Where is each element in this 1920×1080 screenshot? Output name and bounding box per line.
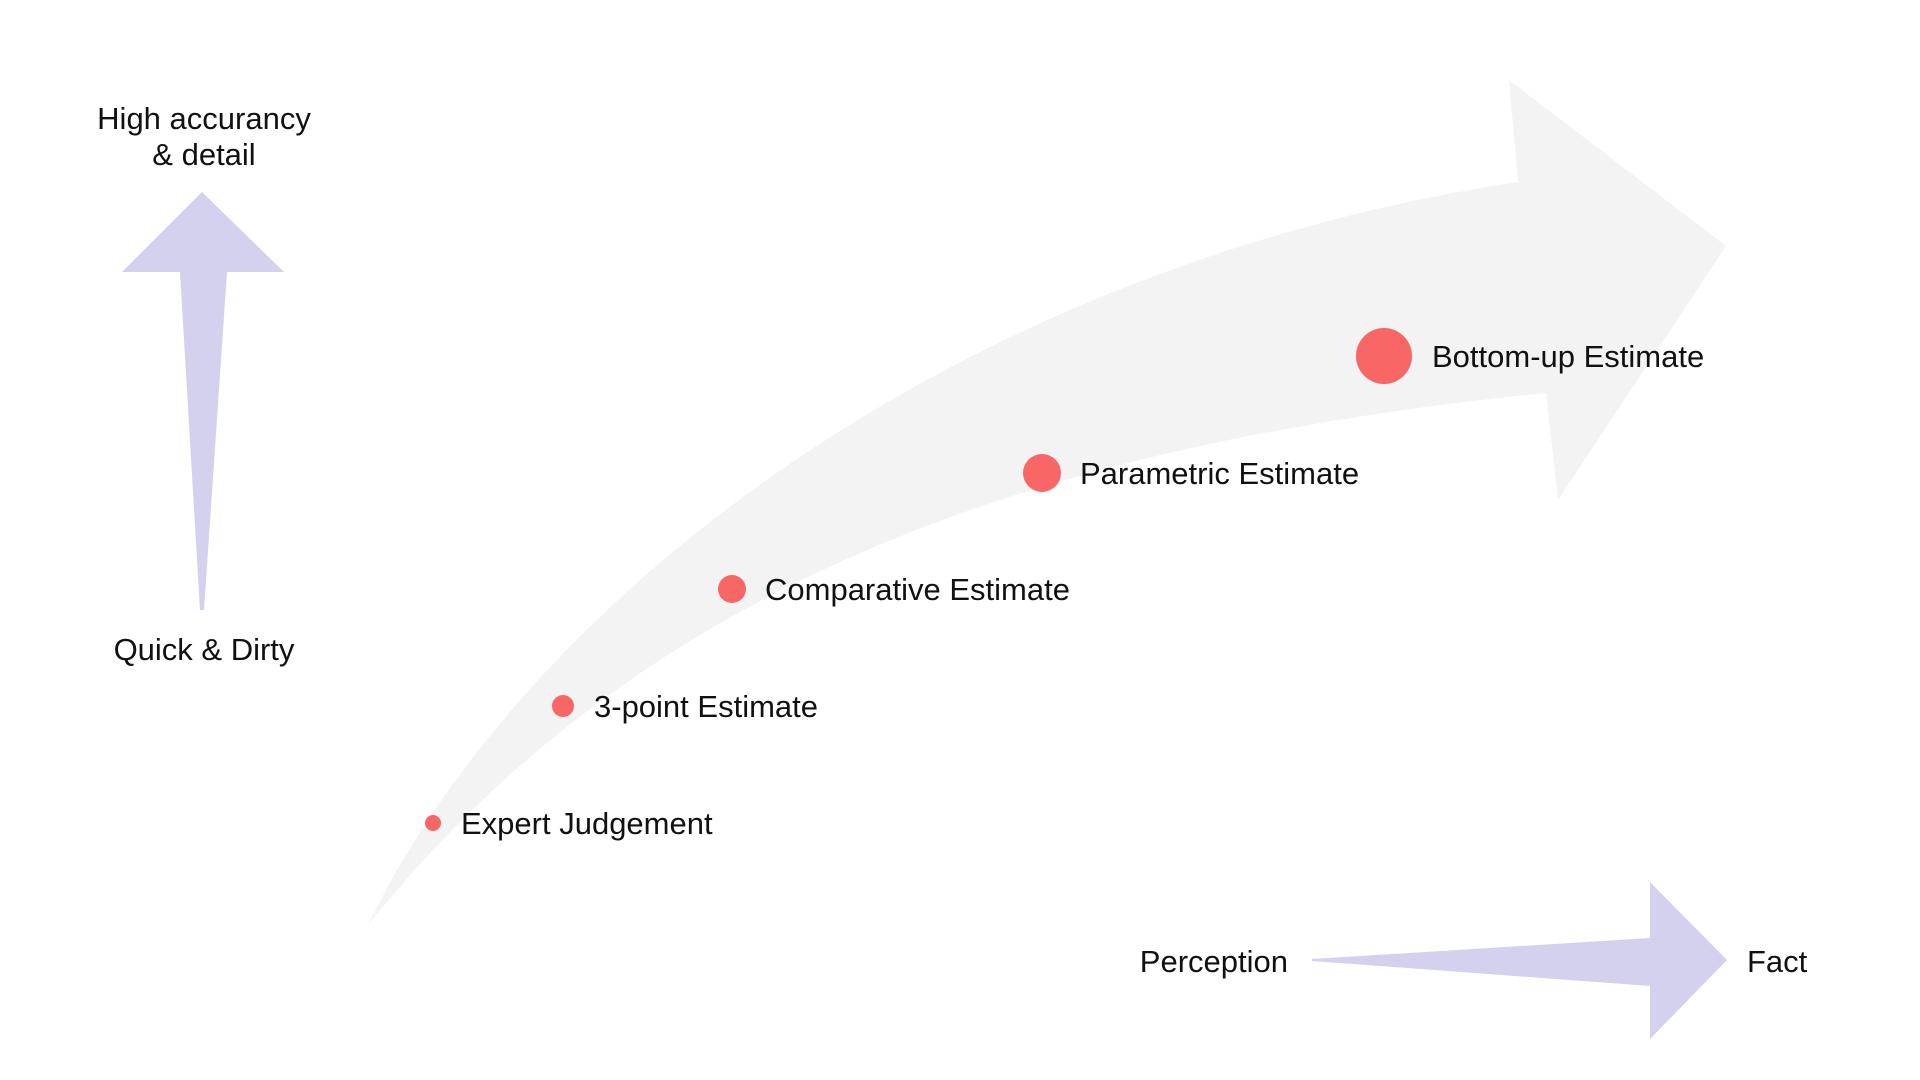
y-axis-top-label-line2: & detail (152, 137, 255, 172)
estimate-label-3-point: 3-point Estimate (594, 689, 818, 724)
x-axis-right-label: Fact (1747, 944, 1808, 979)
y-axis-bottom-label: Quick & Dirty (114, 632, 295, 667)
horizontal-axis-arrow (1312, 882, 1727, 1039)
estimate-dot-comparative (718, 575, 746, 603)
estimate-label-comparative: Comparative Estimate (765, 572, 1070, 607)
estimate-dot-expert-judgement (425, 815, 441, 831)
x-axis-left-label: Perception (1140, 944, 1288, 979)
estimate-label-expert-judgement: Expert Judgement (461, 806, 713, 841)
estimate-label-bottom-up: Bottom-up Estimate (1432, 339, 1704, 374)
estimate-label-parametric: Parametric Estimate (1080, 456, 1359, 491)
estimate-dot-bottom-up (1356, 328, 1412, 384)
estimate-dot-3-point (552, 695, 574, 717)
vertical-axis-arrow (122, 192, 284, 610)
curved-progress-arrow (368, 80, 1726, 925)
estimate-dot-parametric (1023, 454, 1061, 492)
y-axis-top-label-line1: High accurancy (97, 101, 311, 136)
